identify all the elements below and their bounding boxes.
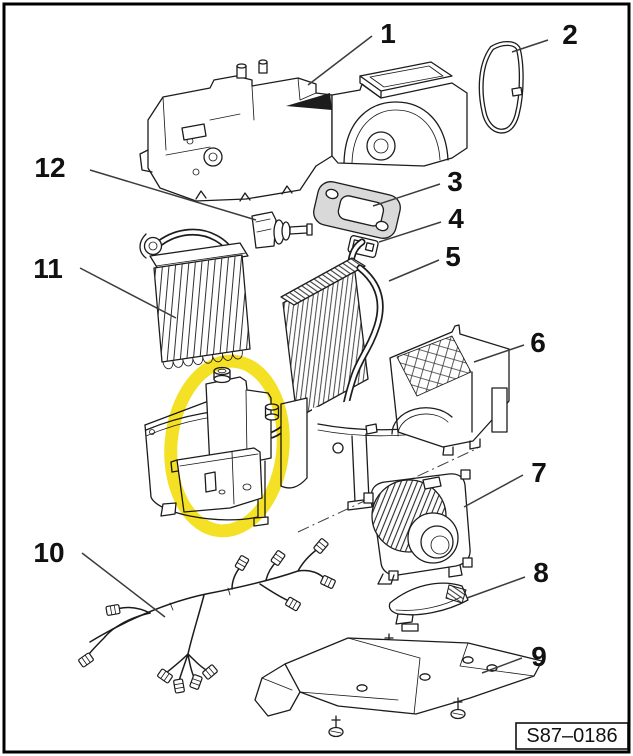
figure-id-text: S87–0186 (526, 725, 617, 747)
part-2-seal (478, 41, 524, 134)
callout-11: 11 (33, 253, 177, 319)
part-9-cover-bracket (254, 637, 543, 738)
callout-leader-8 (466, 576, 526, 599)
part-11-heater-core (139, 228, 251, 370)
part-8-footwell-duct (381, 582, 469, 657)
callout-number-3: 3 (447, 166, 463, 197)
screw-icon (450, 697, 466, 720)
callout-3: 3 (372, 166, 463, 207)
figure-id-frame (515, 722, 629, 750)
callout-leader-2 (511, 39, 549, 53)
callout-leader-11 (79, 267, 177, 319)
callout-number-8: 8 (533, 557, 549, 588)
callout-leader-4 (378, 221, 442, 243)
callout-number-12: 12 (34, 152, 65, 183)
callout-5: 5 (388, 241, 461, 282)
callout-8: 8 (466, 557, 549, 599)
callout-leader-7 (463, 474, 524, 508)
callout-number-11: 11 (33, 253, 63, 284)
callout-4: 4 (378, 203, 464, 243)
callout-number-1: 1 (380, 18, 396, 49)
callout-2: 2 (511, 19, 578, 53)
part-12-valve (251, 211, 313, 249)
part-7-blower-motor (363, 469, 473, 585)
screw-icon (328, 715, 344, 738)
callout-leader-12 (89, 169, 257, 221)
callout-leader-10 (81, 552, 166, 618)
figure-id-box: S87–0186 (515, 722, 629, 750)
callout-leader-5 (388, 259, 440, 282)
callout-number-7: 7 (531, 457, 547, 488)
callout-number-6: 6 (530, 327, 546, 358)
highlighted-box-assembly (170, 366, 280, 527)
part-10-wiring-harness (77, 537, 337, 694)
callout-number-4: 4 (448, 203, 464, 234)
callout-leader-1 (307, 35, 373, 86)
callout-leader-6 (473, 344, 525, 363)
callout-leader-9 (481, 657, 523, 674)
part-6-air-duct (389, 324, 510, 456)
callout-number-9: 9 (531, 641, 547, 672)
callout-10: 10 (33, 537, 166, 618)
callout-leader-3 (372, 183, 441, 207)
callout-7: 7 (463, 457, 547, 508)
callout-6: 6 (473, 327, 546, 363)
callout-12: 12 (34, 152, 257, 221)
callout-number-2: 2 (562, 19, 578, 50)
callout-number-5: 5 (445, 241, 461, 272)
callout-9: 9 (481, 641, 547, 674)
part-3-gasket (313, 181, 401, 239)
part-1-air-housing-upper (139, 59, 468, 202)
callout-number-10: 10 (33, 537, 64, 568)
callout-1: 1 (307, 18, 396, 86)
highlight-ring (164, 354, 290, 538)
part-5-evaporator (268, 238, 384, 439)
